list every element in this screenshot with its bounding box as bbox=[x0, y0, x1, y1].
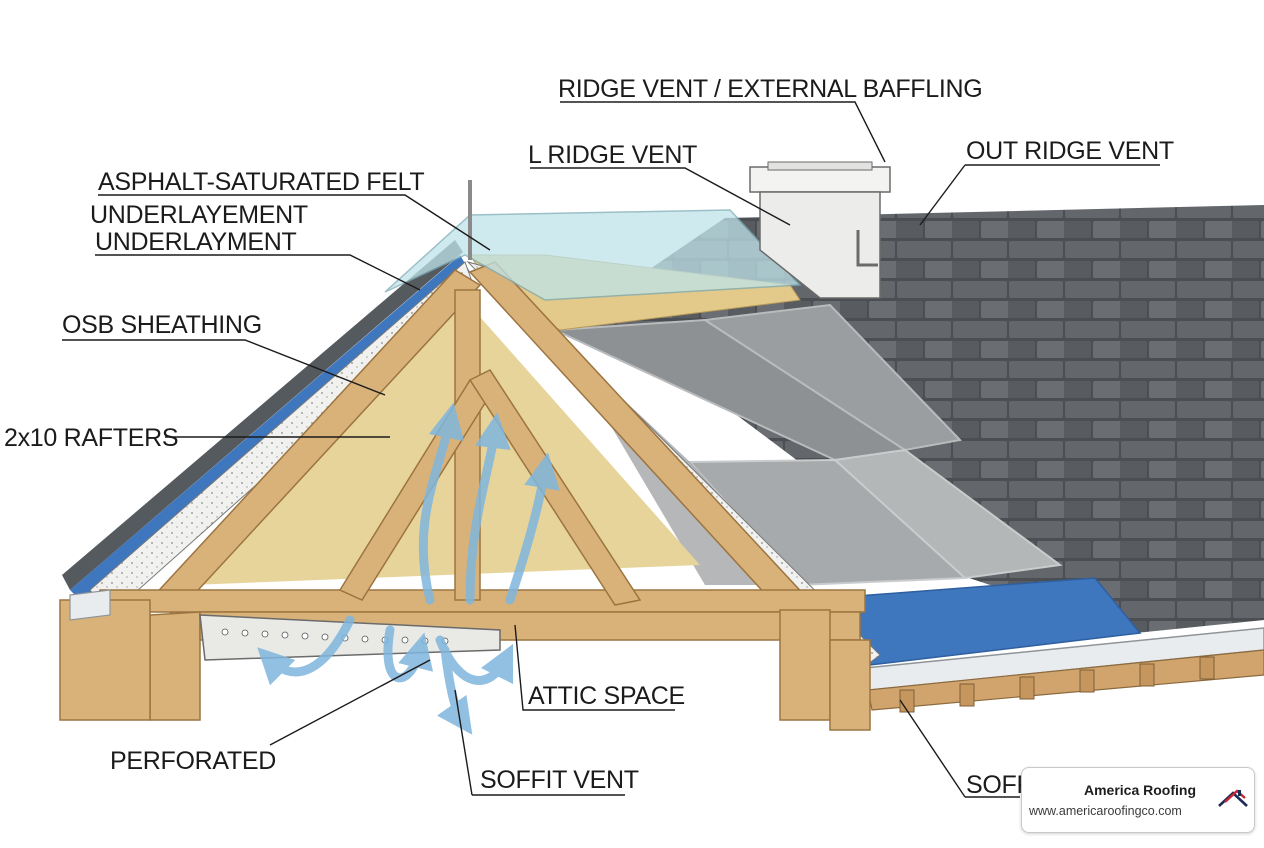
label-underlayement: UNDERLAYEMENT bbox=[90, 201, 308, 229]
airflow-arrows bbox=[257, 402, 560, 735]
label-underlayment: UNDERLAYMENT bbox=[95, 228, 297, 256]
brand-name: America Roofing bbox=[1084, 782, 1197, 798]
brand-url[interactable]: www.americaroofingco.com bbox=[1029, 804, 1182, 818]
left-roof-plane bbox=[62, 240, 476, 616]
roof-house-logo-icon bbox=[1218, 789, 1248, 807]
left-fascia bbox=[69, 589, 111, 621]
ridge-vent-box bbox=[749, 161, 891, 299]
label-rafters: 2x10 RAFTERS bbox=[4, 424, 178, 452]
label-ridge-vent-external-baffling: RIDGE VENT / EXTERNAL BAFFLING bbox=[558, 75, 982, 103]
label-soffit-cut: SOFF bbox=[966, 771, 1031, 799]
label-perforated: PERFORATED bbox=[110, 747, 276, 775]
leader-lines bbox=[62, 101, 1160, 798]
label-out-ridge-vent: OUT RIDGE VENT bbox=[966, 137, 1174, 165]
right-gutter bbox=[864, 627, 1264, 713]
label-soffit-vent: SOFFIT VENT bbox=[480, 766, 639, 794]
label-l-ridge-vent: L RIDGE VENT bbox=[528, 141, 697, 169]
label-attic-space: ATTIC SPACE bbox=[528, 682, 685, 710]
label-osb-sheathing: OSB SHEATHING bbox=[62, 311, 262, 339]
brand-badge[interactable]: America Roofing www.americaroofingco.com bbox=[1021, 767, 1255, 833]
label-asphalt-saturated-felt: ASPHALT-SATURATED FELT bbox=[98, 168, 424, 196]
ridge-vent-cover bbox=[384, 180, 802, 301]
wood-truss-framing bbox=[59, 261, 871, 731]
